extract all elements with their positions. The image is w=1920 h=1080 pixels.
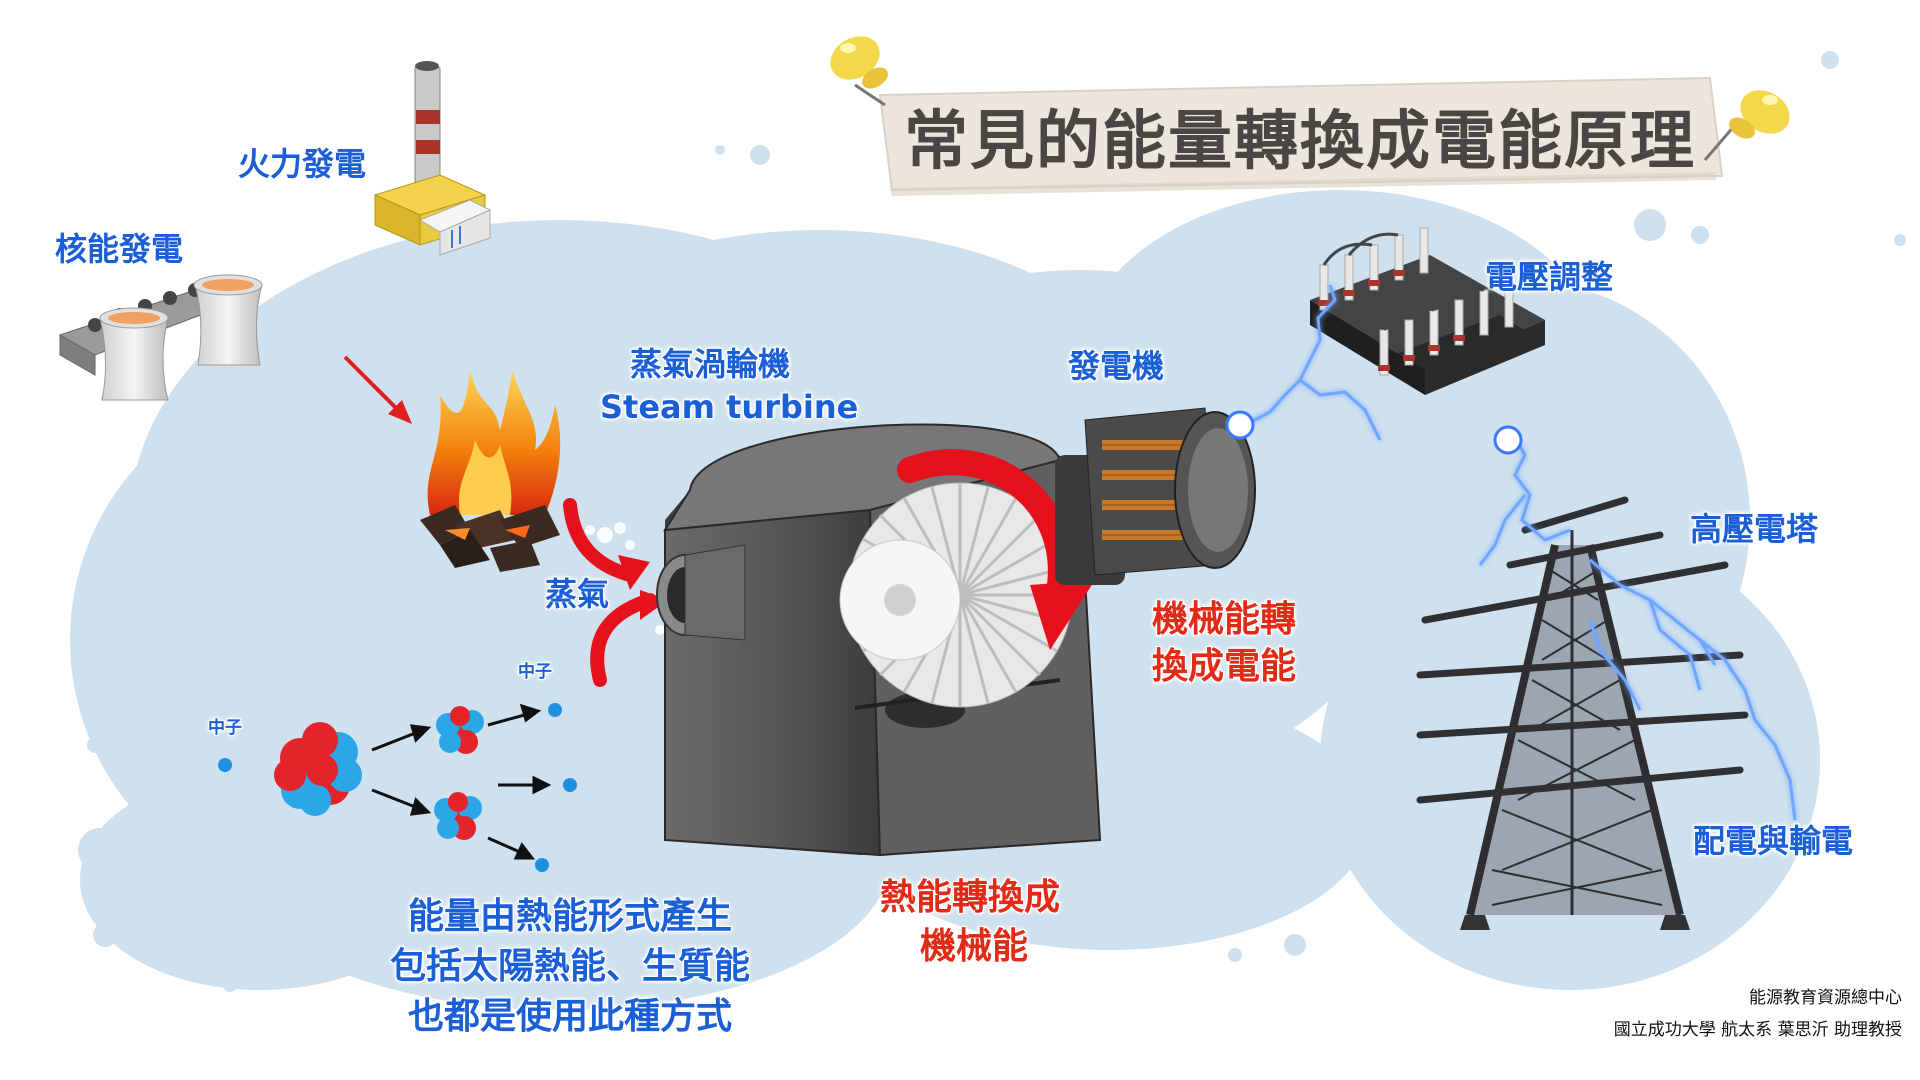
label-neutron: 中子 xyxy=(518,662,552,682)
label-heat-source-line3: 也都是使用此種方式 xyxy=(408,996,733,1037)
credit-organization: 能源教育資源總中心 xyxy=(1749,988,1902,1008)
label-mech-to-elec-line1: 機械能轉 xyxy=(1152,599,1297,640)
transmission-tower xyxy=(1416,496,1749,930)
label-steam-turbine-zh: 蒸氣渦輪機 xyxy=(630,345,791,383)
pushpin-icon xyxy=(1703,90,1790,161)
nuclear-power-plant xyxy=(58,274,263,401)
fire-icon xyxy=(420,370,561,572)
electric-spark-icon xyxy=(1244,284,1797,821)
title-banner-shape xyxy=(878,76,1724,196)
label-generator: 發電機 xyxy=(1068,347,1165,385)
label-heat-source-line1: 能量由熱能形式產生 xyxy=(408,896,733,937)
label-mech-to-elec-line2: 換成電能 xyxy=(1152,646,1297,687)
atom-nucleus-icon xyxy=(434,792,482,840)
pushpin-icon xyxy=(830,36,888,107)
page-title: 常見的能量轉換成電能原理 xyxy=(904,105,1696,179)
label-voltage-regulation: 電壓調整 xyxy=(1485,258,1614,296)
generator xyxy=(1055,407,1256,585)
label-steam: 蒸氣 xyxy=(545,575,610,613)
label-heat-to-mech-line1: 熱能轉換成 xyxy=(880,877,1061,918)
fission-arrows xyxy=(371,703,552,860)
label-nuclear-power: 核能發電 xyxy=(55,230,184,268)
pointer-arrow xyxy=(343,355,412,424)
label-heat-to-mech-line2: 機械能 xyxy=(920,926,1029,967)
neutron-icon xyxy=(218,703,577,872)
label-thermal-power: 火力發電 xyxy=(238,145,367,183)
turbine-rotor xyxy=(839,482,1073,708)
label-high-voltage-tower: 高壓電塔 xyxy=(1690,510,1819,548)
steam-arrow xyxy=(563,498,657,687)
connector-node xyxy=(1225,410,1523,455)
thermal-power-plant xyxy=(373,61,492,256)
label-distribution: 配電與輸電 xyxy=(1693,822,1854,860)
atom-nucleus-icon xyxy=(274,722,362,816)
background-dots xyxy=(77,51,1906,992)
label-heat-source-line2: 包括太陽熱能、生質能 xyxy=(390,946,751,987)
credit-author: 國立成功大學 航太系 葉思沂 助理教授 xyxy=(1613,1020,1902,1040)
label-steam-turbine-en: Steam turbine xyxy=(600,388,859,426)
label-neutron: 中子 xyxy=(208,718,242,738)
atom-nucleus-icon xyxy=(436,706,484,754)
substation xyxy=(1310,227,1545,395)
